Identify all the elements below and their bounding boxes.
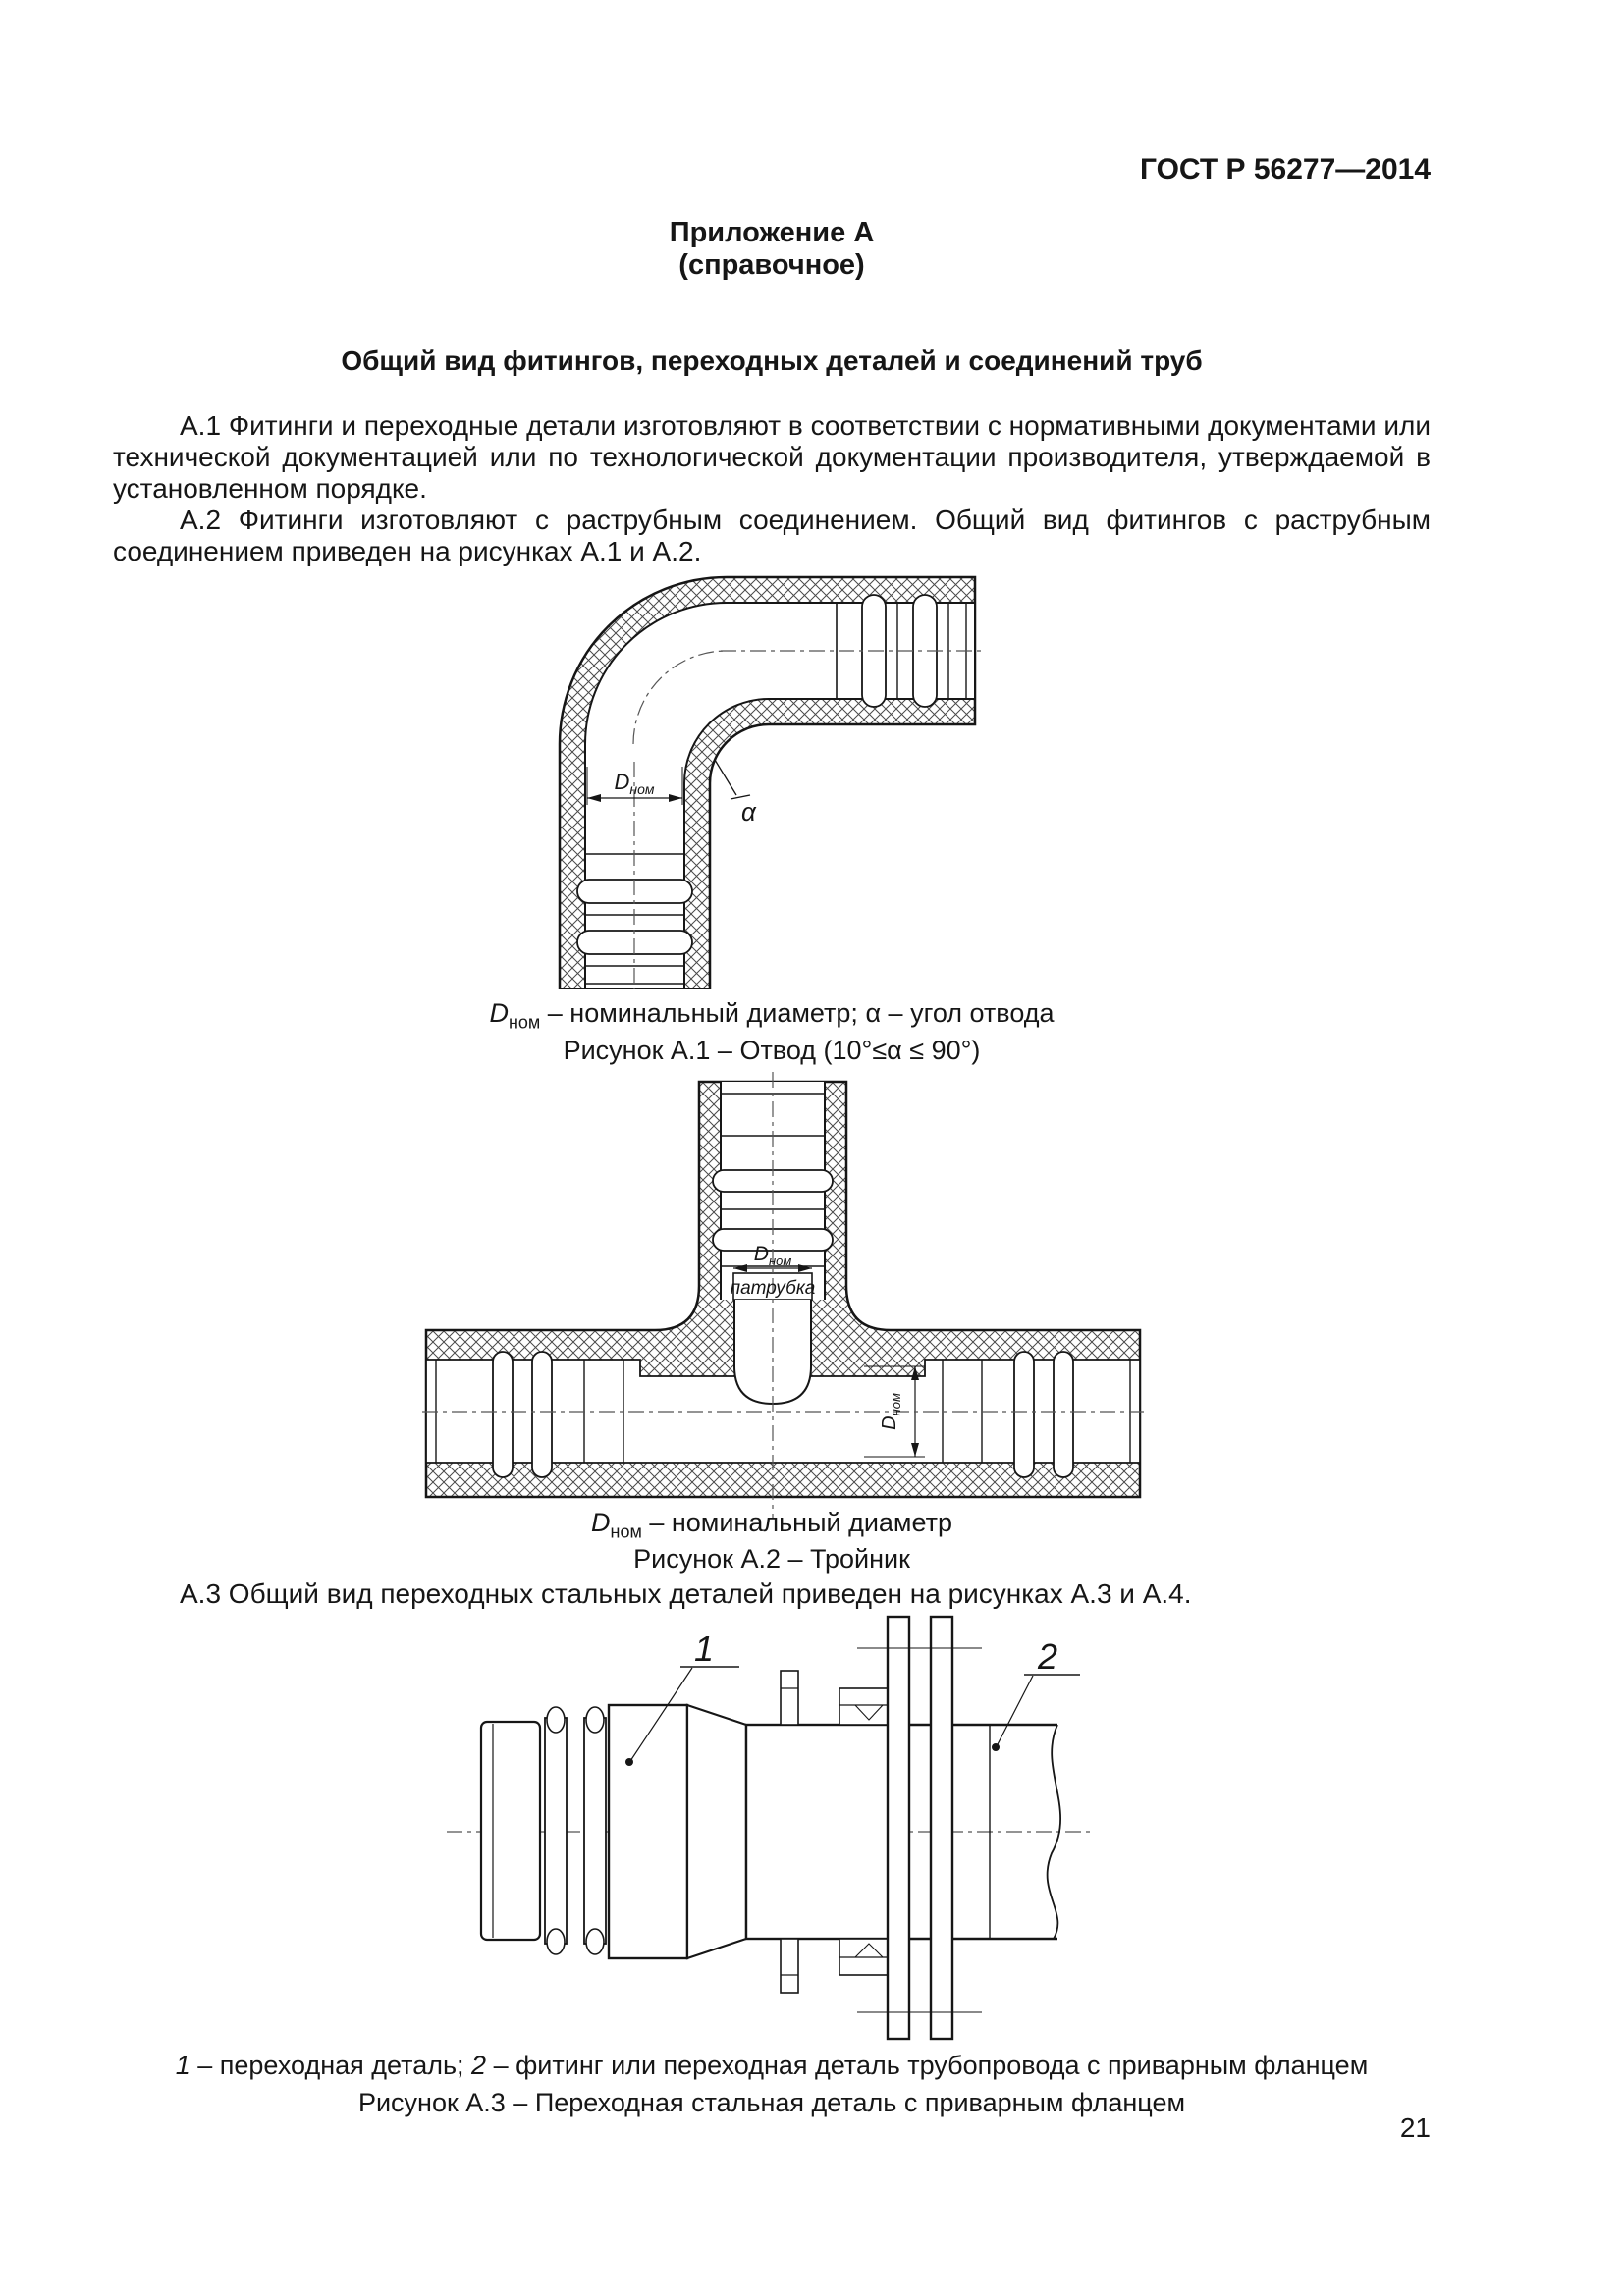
tee-centerlines: [422, 1072, 1144, 1519]
figure-a3-caption: Рисунок А.3 – Переходная стальная деталь…: [357, 2088, 1186, 2117]
legend-item-1-number: 1: [175, 2051, 190, 2080]
legend-item-2-text: – фитинг или переходная деталь трубопров…: [486, 2051, 1369, 2080]
callout-2-label: 2: [1037, 1636, 1057, 1677]
legend-d-subscript: ном: [610, 1522, 642, 1542]
elbow-outline: [558, 575, 984, 989]
figure-a1-elbow-drawing: Dном α: [558, 575, 984, 989]
elbow-centerlines: [632, 650, 984, 989]
legend-item-2-number: 2: [471, 2051, 487, 2080]
paragraph-a1: А.1 Фитинги и переходные детали изготовл…: [113, 410, 1431, 504]
legend-text: – номинальный диаметр: [641, 1508, 952, 1537]
tee-outline: [422, 1072, 1144, 1519]
page-number: 21: [1399, 2112, 1431, 2143]
legend-d-symbol: D: [591, 1508, 611, 1537]
section-title: Общий вид фитингов, переходных деталей и…: [341, 346, 1203, 376]
appendix-subtitle: (справочное): [678, 249, 865, 281]
paragraph-a3: А.3 Общий вид переходных стальных детале…: [180, 1578, 1192, 1609]
paragraph-a2: А.2 Фитинги изготовляют с раструбным сое…: [113, 505, 1431, 566]
figure-a2-tee-drawing: Dном патрубка Dном: [422, 1072, 1144, 1519]
alpha-angle-label: α: [741, 797, 757, 827]
standard-designation: ГОСТ Р 56277—2014: [1139, 153, 1431, 186]
dnom-bore-label: Dном: [879, 1393, 903, 1430]
figure-a1-caption: Рисунок А.1 – Отвод (10°≤α ≤ 90°): [563, 1036, 981, 1065]
legend-item-1-text: – переходная деталь;: [189, 2051, 472, 2080]
legend-text: – номинальный диаметр; α – угол отвода: [540, 998, 1055, 1028]
patrubka-label: патрубка: [731, 1278, 816, 1299]
figure-a2-legend: Dном – номинальный диаметр: [113, 1507, 1431, 1547]
figure-a2-caption: Рисунок А.2 – Тройник: [633, 1544, 910, 1574]
appendix-title: Приложение А: [669, 217, 875, 248]
legend-d-subscript: ном: [508, 1012, 541, 1033]
figure-a3-transition-drawing: 1 2: [447, 1615, 1090, 2041]
figure-a3-legend: 1 – переходная деталь; 2 – фитинг или пе…: [113, 2050, 1431, 2081]
transition-outline: [447, 1615, 1090, 2041]
callout-1-label: 1: [694, 1629, 714, 1669]
dnom-branch-label: Dном: [754, 1243, 792, 1268]
dnom-dimension-label: Dном: [615, 770, 655, 797]
figure-a1-legend: Dном – номинальный диаметр; α – угол отв…: [113, 997, 1431, 1038]
legend-d-symbol: D: [489, 998, 509, 1028]
